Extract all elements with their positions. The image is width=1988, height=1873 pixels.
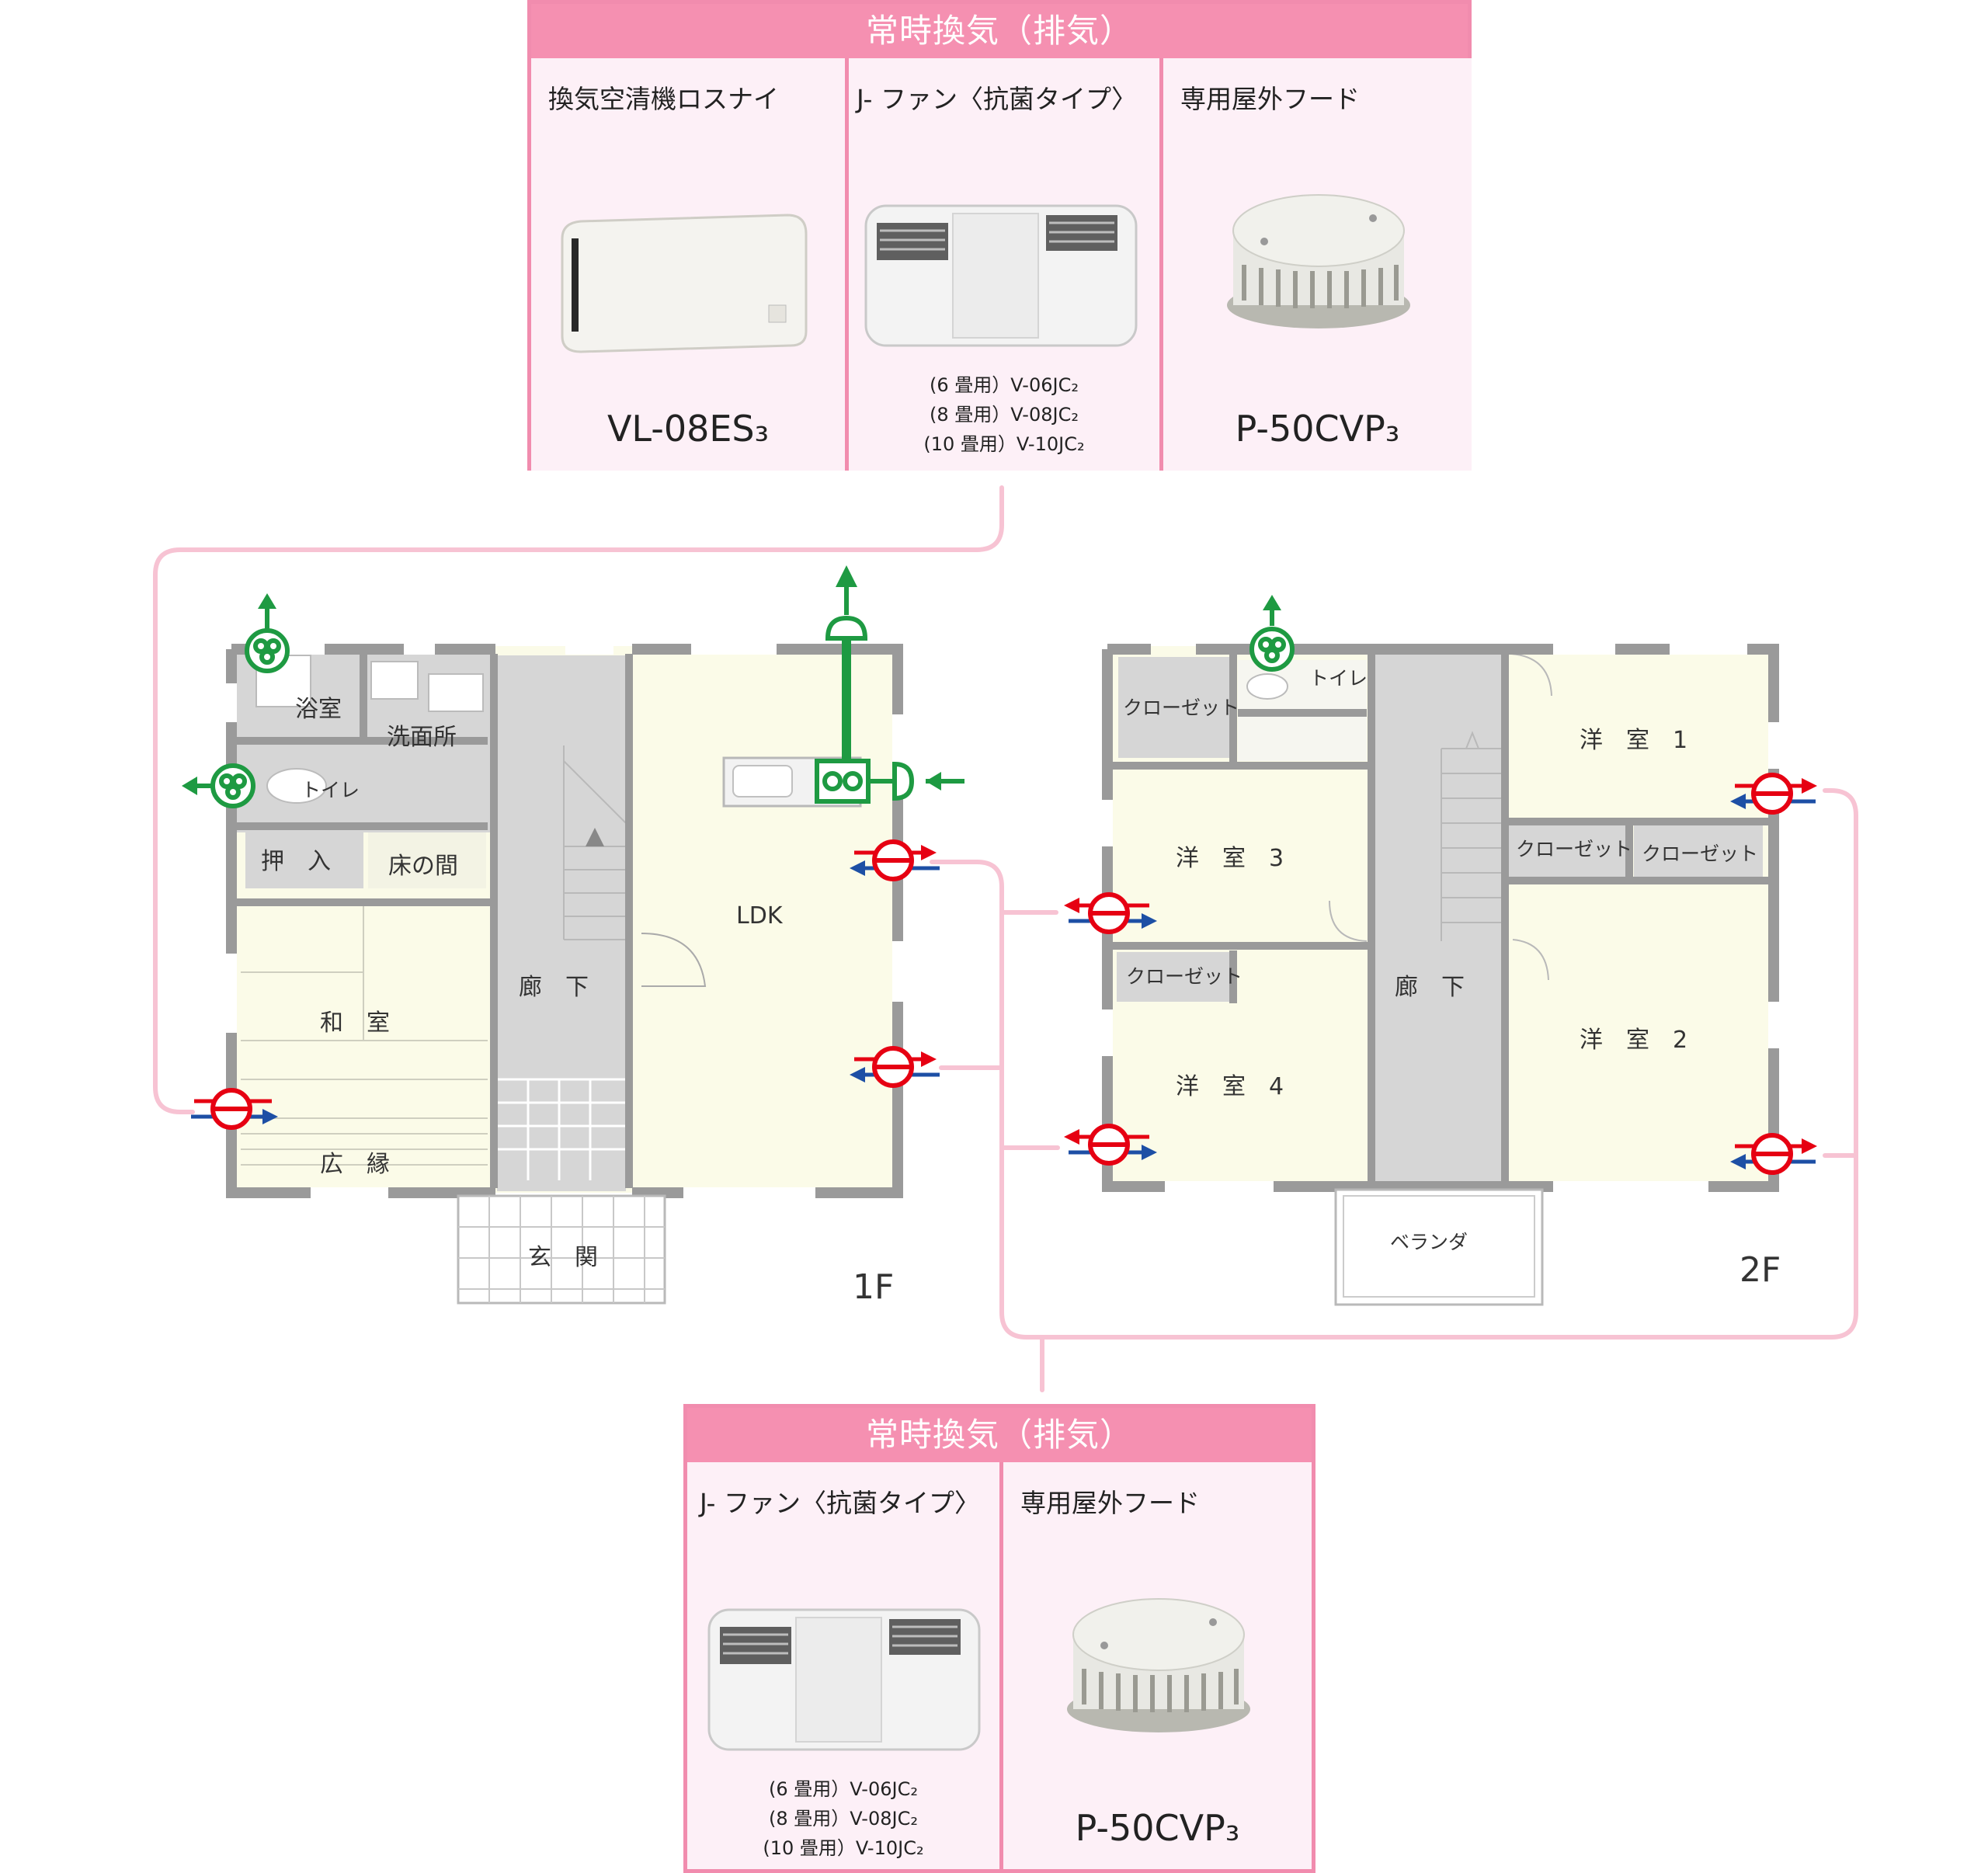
bottom-product-box: 常時換気（排気） J- ファン〈抗菌タイプ〉 (6 畳用）V-06JC₂ (8 … [683,1404,1315,1873]
floor-label-2f: 2F [1740,1250,1781,1290]
room-ldk: LDK [736,902,783,930]
room-washitsu: 和 室 [320,1009,390,1037]
bottom-hood-cell: 専用屋外フード P-50CVP₃ [999,1462,1312,1869]
lossnay-unit-icon [561,214,808,353]
room-western-1: 洋 室 1 [1580,727,1688,754]
room-oshiire: 押 入 [261,848,331,875]
room-entrance: 玄 関 [528,1244,598,1271]
hood-model: P-50CVP₃ [1235,408,1400,450]
j-fan-models: (6 畳用）V-06JC₂ (8 畳用）V-08JC₂ (10 畳用）V-10J… [849,370,1159,459]
bottom-hood-title: 専用屋外フード [1020,1488,1200,1518]
j-fan-model-6: (6 畳用）V-06JC₂ [930,374,1079,396]
bottom-box-header: 常時換気（排気） [687,1408,1312,1462]
outdoor-hood-icon [1067,1598,1250,1732]
room-closet-2f-d: クローゼット [1642,843,1759,865]
room-bath: 浴室 [295,696,342,723]
floor-label-1f: 1F [853,1267,895,1307]
exhaust-fan-icon-kitchen [815,565,964,804]
room-toilet-1f: トイレ [301,779,360,801]
room-closet-2f-c: クローゼット [1516,838,1633,860]
lossnay-vent-washitsu [191,1088,278,1130]
lossnay-cell: 換気空清機ロスナイ VL-08ES₃ [531,58,845,471]
lossnay-vents [191,773,1817,1175]
j-fan-icon [707,1608,981,1751]
lossnay-vent-room1 [1730,773,1817,815]
room-closet-2f-b: クローゼット [1126,965,1243,988]
room-western-2: 洋 室 2 [1580,1027,1688,1054]
room-tokonoma: 床の間 [388,853,458,880]
hood-cell: 専用屋外フード P-50CVP₃ [1159,58,1472,471]
outdoor-hood-icon [1227,194,1410,328]
top-box-header: 常時換気（排気） [531,4,1468,58]
floor1-plan [226,644,903,1305]
exhaust-fan-icon-toilet-2f [1249,595,1295,672]
j-fan-model-8: (8 畳用）V-08JC₂ [930,404,1079,426]
room-engawa: 広 縁 [320,1151,390,1178]
bottom-j-fan-title: J- ファン〈抗菌タイプ〉 [700,1488,980,1518]
exhaust-symbols [182,565,1295,808]
room-toilet-2f: トイレ [1309,667,1368,690]
floor2-plan [1102,644,1779,1306]
bottom-j-fan-model-6: (6 畳用）V-06JC₂ [769,1778,918,1800]
room-veranda: ベランダ [1390,1231,1468,1253]
exhaust-fan-icon-toilet-1f [182,763,255,808]
exhaust-fan-icon-bath [245,593,290,673]
bottom-j-fan-model-10: (10 畳用）V-10JC₂ [763,1837,924,1859]
top-product-box: 常時換気（排気） 換気空清機ロスナイ VL-08ES₃ J- ファン〈抗菌タイプ… [527,0,1472,471]
room-closet-2f-a: クローゼット [1123,697,1240,719]
room-hallway-2f: 廊 下 [1395,974,1465,1001]
bottom-connector-line [930,788,1858,1340]
lossnay-vent-ldk-upper [850,839,940,881]
hood-title: 専用屋外フード [1180,84,1360,114]
bottom-j-fan-cell: J- ファン〈抗菌タイプ〉 (6 畳用）V-06JC₂ (8 畳用）V-08JC… [687,1462,999,1869]
j-fan-cell: J- ファン〈抗菌タイプ〉 (6 畳用）V-06JC₂ (8 畳用）V-08JC… [845,58,1159,471]
room-washroom: 洗面所 [387,724,457,751]
lossnay-model: VL-08ES₃ [606,408,770,450]
room-western-3: 洋 室 3 [1176,845,1284,872]
bottom-j-fan-model-8: (8 畳用）V-08JC₂ [769,1808,918,1830]
lossnay-vent-ldk-lower [850,1046,940,1088]
lossnay-vent-room4 [1064,1124,1157,1166]
j-fan-title: J- ファン〈抗菌タイプ〉 [857,84,1137,114]
bottom-j-fan-models: (6 畳用）V-06JC₂ (8 畳用）V-08JC₂ (10 畳用）V-10J… [687,1774,999,1863]
room-hallway-1f: 廊 下 [519,974,589,1001]
j-fan-icon [864,204,1138,347]
lossnay-title: 換気空清機ロスナイ [548,84,779,114]
bottom-hood-model: P-50CVP₃ [1075,1807,1240,1849]
room-western-4: 洋 室 4 [1176,1073,1284,1100]
lossnay-vent-room2 [1730,1133,1817,1175]
top-connector-line [153,485,1004,1114]
j-fan-model-10: (10 畳用）V-10JC₂ [923,433,1085,455]
lossnay-vent-room3 [1064,892,1157,934]
